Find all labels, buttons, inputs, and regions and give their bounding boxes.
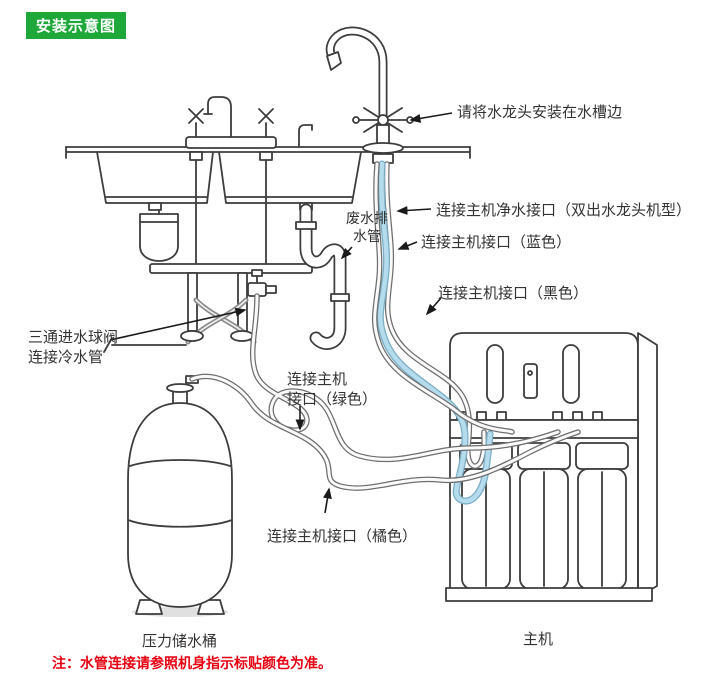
pressure-tank	[127, 375, 233, 617]
arrow-faucet-tip	[409, 112, 453, 123]
kitchen-faucet	[185, 96, 313, 265]
arrow-orange-port	[323, 487, 332, 514]
arrow-inlet-valve	[109, 307, 247, 341]
label-inlet-valve: 三通进水球阀 连接冷水管	[28, 328, 119, 366]
label-purified-port: 连接主机净水接口（双出水龙头机型）	[436, 201, 692, 219]
drinking-faucet	[325, 26, 414, 164]
label-blue-port: 连接主机接口（蓝色）	[421, 233, 572, 251]
label-tank-caption: 压力储水桶	[142, 632, 218, 650]
label-green-port: 连接主机 接口（绿色）	[287, 370, 378, 408]
arrow-waste-pipe	[340, 246, 353, 260]
diagram-title-badge: 安装示意图	[26, 12, 127, 39]
tubing	[189, 160, 581, 505]
footnote: 注：水管连接请参照机身指示标贴颜色为准。	[52, 656, 332, 672]
leader-arrows	[109, 112, 453, 514]
arrow-blue-port	[397, 241, 418, 250]
label-main-unit-caption: 主机	[523, 630, 554, 648]
under-sink-plumbing	[103, 203, 350, 353]
label-black-port: 连接主机接口（黑色）	[438, 284, 589, 302]
label-waste-pipe: 废水排 水管	[346, 211, 388, 246]
label-faucet-position: 请将水龙头安装在水槽边	[457, 103, 623, 121]
label-orange-port: 连接主机接口（橘色）	[267, 527, 418, 545]
arrow-purified-port	[396, 205, 432, 215]
arrow-black-port	[425, 297, 442, 316]
